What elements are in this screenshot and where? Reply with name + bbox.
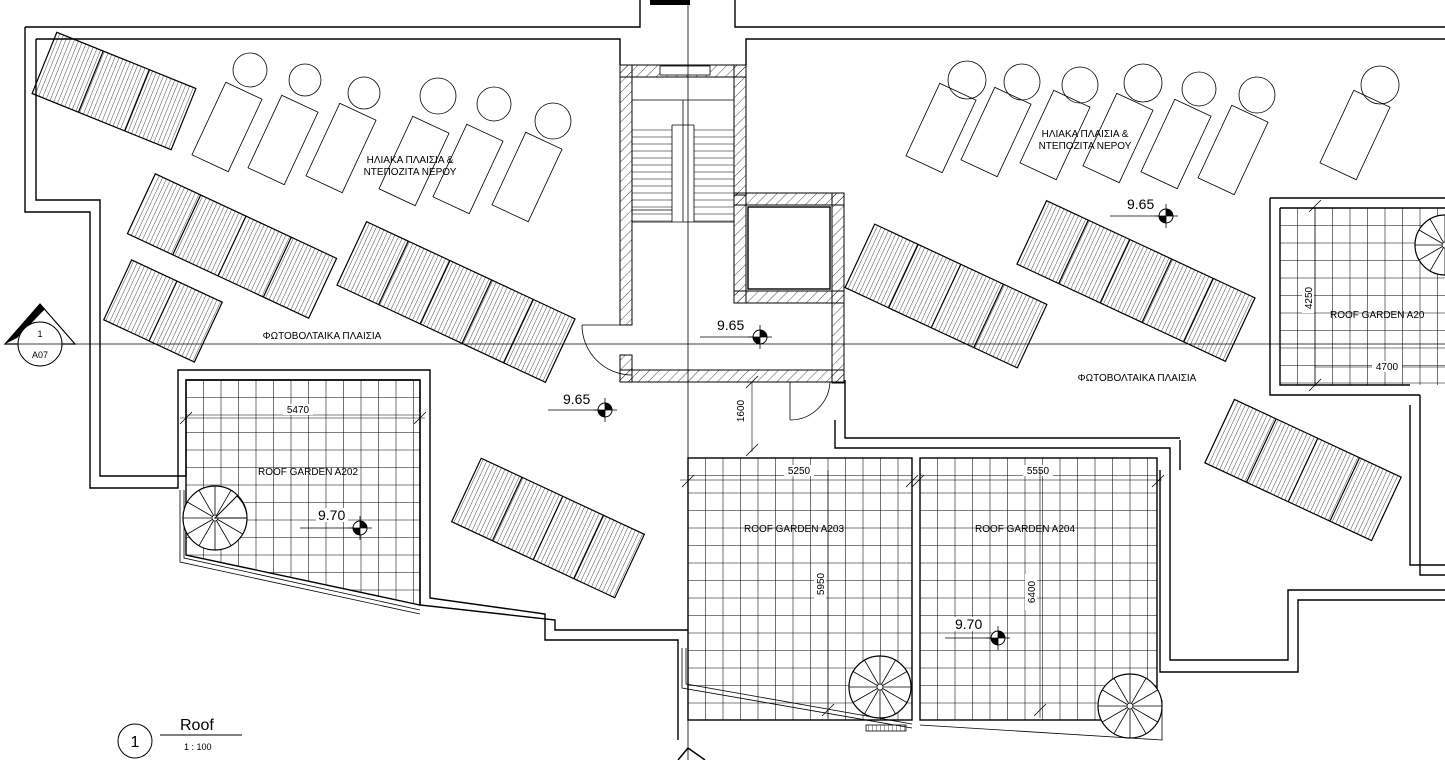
axis-head-bottom — [677, 746, 706, 760]
dimension-a205-width: 4700 — [1315, 361, 1445, 373]
level-marker-east-roof: 9.65 — [1110, 196, 1178, 228]
view-title-text: Roof — [180, 717, 214, 734]
pv-panel-group-nw — [31, 31, 197, 151]
view-scale: 1 : 100 — [184, 742, 212, 752]
label-roof-garden-a205: ROOF GARDEN A20 — [1330, 310, 1425, 321]
spiral-stair-a204 — [1097, 673, 1163, 739]
dimension-a202-width: 5470 — [179, 404, 427, 425]
svg-text:5470: 5470 — [287, 405, 310, 416]
pv-panel-group-e3 — [1204, 398, 1402, 542]
dimension-a203-depth: 5950 — [814, 470, 835, 718]
water-tanks — [232, 52, 1400, 140]
dimension-a205-depth: 4250 — [1302, 199, 1322, 392]
level-marker-a204: 9.70 — [945, 616, 1010, 650]
level-marker-a202: 9.70 — [300, 507, 372, 540]
axis-head-top — [650, 0, 690, 5]
section-marker: 1 A07 — [3, 303, 77, 367]
dimension-a204-width: 5550 — [911, 465, 1165, 488]
spiral-stair-a202 — [182, 485, 248, 551]
svg-text:9.70: 9.70 — [955, 616, 982, 632]
level-marker-core: 9.65 — [700, 317, 772, 349]
dimension-a203-width: 5250 — [680, 465, 919, 488]
label-solar-east-line1: ΗΛΙΑΚΑ ΠΛΑΙΣΙΑ & — [1042, 129, 1129, 140]
label-roof-garden-a202: ROOF GARDEN A202 — [258, 467, 358, 478]
pv-panel-group-e2 — [1016, 199, 1256, 363]
pv-panel-group-e1 — [844, 223, 1048, 369]
pv-panel-group-center — [450, 457, 646, 599]
solar-collectors — [191, 81, 1391, 223]
label-pv-east: ΦΩΤΟΒΟΛΤΑΙΚΑ ΠΛΑΙΣΙΑ — [1078, 373, 1197, 384]
dimension-core-gap: 1600 — [735, 375, 759, 457]
section-marker-sheet: A07 — [32, 350, 48, 360]
svg-text:9.70: 9.70 — [318, 507, 345, 523]
label-solar-east-line2: ΝΤΕΠΟΖΙΤΑ ΝΕΡΟΥ — [1039, 141, 1132, 152]
svg-text:1600: 1600 — [736, 399, 747, 422]
label-pv-west: ΦΩΤΟΒΟΛΤΑΙΚΑ ΠΛΑΙΣΙΑ — [263, 331, 382, 342]
spiral-stair-a205 — [1414, 214, 1445, 276]
svg-text:9.65: 9.65 — [717, 317, 744, 333]
view-number: 1 — [131, 734, 140, 751]
view-title: 1 Roof 1 : 100 — [117, 717, 242, 759]
east-roof-outline — [734, 0, 1445, 673]
svg-text:5550: 5550 — [1027, 466, 1050, 477]
svg-text:6400: 6400 — [1027, 580, 1038, 603]
pv-panel-group-w1 — [126, 173, 338, 319]
label-solar-west-line2: ΝΤΕΠΟΖΙΤΑ ΝΕΡΟΥ — [364, 167, 457, 178]
spiral-stair-a203 — [848, 655, 912, 719]
svg-text:5950: 5950 — [816, 572, 827, 595]
dimension-a204-depth: 6400 — [1025, 470, 1047, 718]
label-roof-garden-a203: ROOF GARDEN A203 — [744, 524, 844, 535]
svg-text:4700: 4700 — [1376, 362, 1399, 373]
pv-panel-group-w2 — [102, 259, 224, 363]
svg-text:5250: 5250 — [788, 466, 811, 477]
svg-text:9.65: 9.65 — [563, 391, 590, 407]
pv-panel-group-w3 — [336, 220, 576, 384]
drain-grates — [865, 724, 907, 732]
level-marker-west-roof: 9.65 — [548, 391, 617, 422]
section-marker-number: 1 — [37, 329, 42, 339]
label-solar-west-line1: ΗΛΙΑΚΑ ΠΛΑΙΣΙΑ & — [367, 155, 454, 166]
svg-text:9.65: 9.65 — [1127, 196, 1154, 212]
svg-text:4250: 4250 — [1304, 286, 1315, 309]
label-roof-garden-a204: ROOF GARDEN A204 — [975, 524, 1075, 535]
stair-core — [581, 64, 845, 421]
